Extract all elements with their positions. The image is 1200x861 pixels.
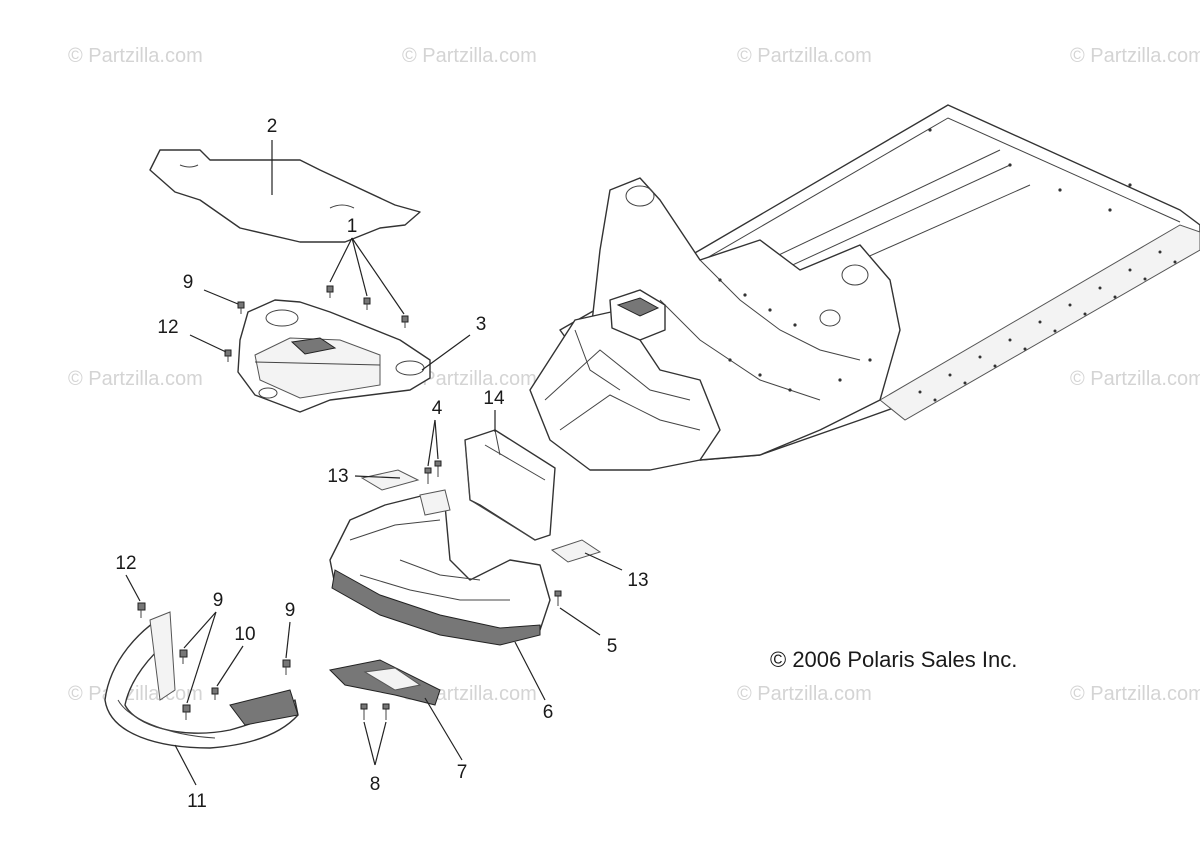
part-3-belly-pan bbox=[237, 299, 431, 413]
part-2-shield bbox=[149, 149, 421, 243]
part-11-bumper bbox=[104, 611, 299, 749]
watermark: © Partzilla.com bbox=[1070, 683, 1200, 705]
callout-9-top: 9 bbox=[183, 272, 194, 293]
fasteners bbox=[137, 285, 562, 720]
running-board-holes bbox=[918, 250, 1177, 402]
callout-10: 10 bbox=[234, 624, 255, 645]
callout-14: 14 bbox=[483, 388, 505, 409]
watermark: © Partzilla.com bbox=[402, 368, 537, 390]
callout-7: 7 bbox=[457, 762, 468, 783]
part-13-decals bbox=[360, 469, 602, 563]
copyright-notice: © 2006 Polaris Sales Inc. bbox=[770, 647, 1017, 672]
callout-12-bottom: 12 bbox=[115, 553, 136, 574]
part-6-lower-pan bbox=[329, 489, 551, 646]
callouts: 2 1 9 12 3 4 14 13 13 5 6 7 8 12 9 9 10 … bbox=[115, 116, 648, 812]
callout-2: 2 bbox=[267, 116, 278, 137]
watermark: © Partzilla.com bbox=[68, 45, 203, 67]
callout-9-bottom-right: 9 bbox=[285, 600, 296, 621]
callout-6: 6 bbox=[543, 702, 554, 723]
callout-8: 8 bbox=[370, 774, 381, 795]
callout-13-left: 13 bbox=[327, 466, 348, 487]
callout-12-top: 12 bbox=[157, 317, 178, 338]
callout-1: 1 bbox=[347, 216, 358, 237]
part-7-skid-plate bbox=[328, 659, 441, 706]
leader-lines bbox=[125, 140, 623, 786]
watermark: © Partzilla.com bbox=[737, 683, 872, 705]
watermark: © Partzilla.com bbox=[68, 368, 203, 390]
callout-3: 3 bbox=[476, 314, 487, 335]
chassis-rivets bbox=[718, 128, 1132, 392]
watermark: © Partzilla.com bbox=[68, 683, 203, 705]
watermark: © Partzilla.com bbox=[402, 45, 537, 67]
watermark: © Partzilla.com bbox=[737, 45, 872, 67]
watermark: © Partzilla.com bbox=[1070, 45, 1200, 67]
callout-5: 5 bbox=[607, 636, 618, 657]
chassis-tunnel bbox=[529, 104, 1200, 471]
callout-11: 11 bbox=[187, 791, 207, 812]
watermark: © Partzilla.com bbox=[1070, 368, 1200, 390]
callout-4: 4 bbox=[432, 398, 443, 419]
part-14-plate bbox=[464, 429, 556, 541]
callout-13-right: 13 bbox=[627, 570, 648, 591]
callout-9-bottom-left: 9 bbox=[213, 590, 224, 611]
